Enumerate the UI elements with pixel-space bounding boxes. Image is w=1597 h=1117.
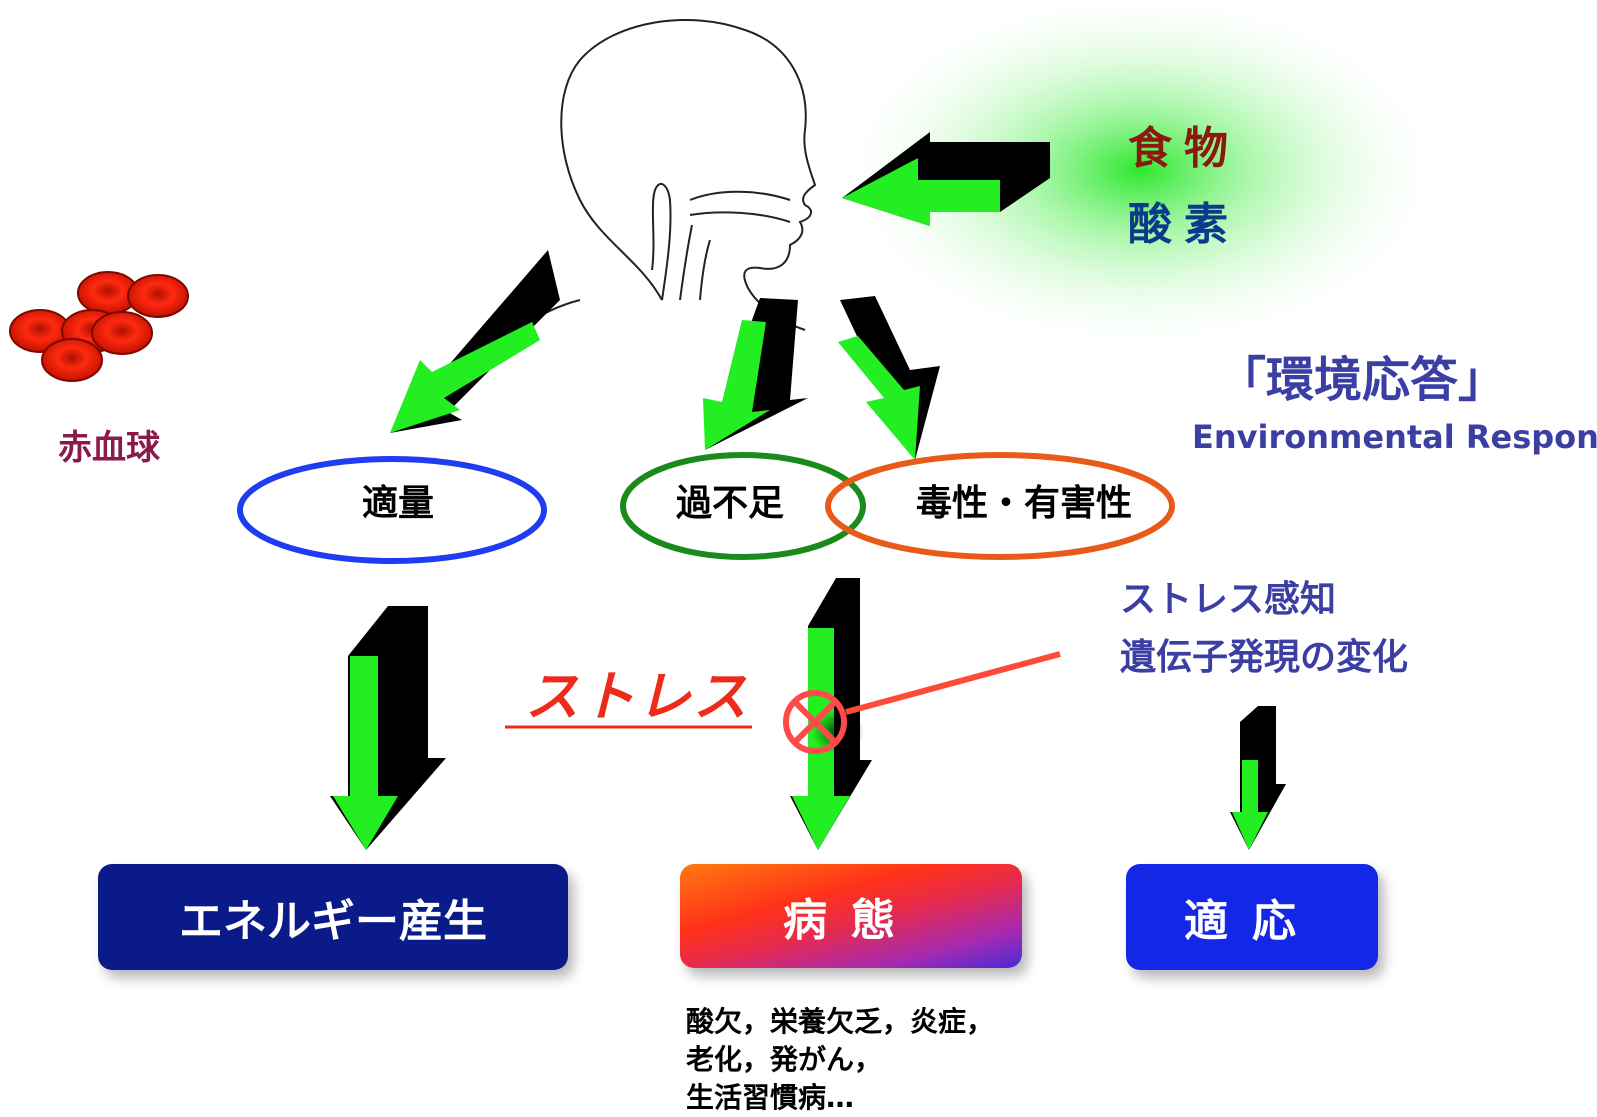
adaptation-box: 適応 [1126, 864, 1378, 970]
oval-excess-deficiency [620, 452, 866, 560]
red-blood-cells-icon [9, 271, 189, 382]
disease-example-line: 生活習慣病… [686, 1081, 855, 1114]
adaptation-label: 適応 [1184, 896, 1320, 947]
stress-label: ストレス [525, 665, 749, 728]
disease-examples: 酸欠，栄養欠乏，炎症， 老化，発がん， 生活習慣病… [686, 1003, 994, 1117]
environmental-response-subtitle: Environmental Response [1192, 418, 1597, 456]
oval-appropriate [237, 456, 547, 564]
stress-sensing-line [845, 651, 1061, 715]
food-label: 食物 [1128, 123, 1240, 174]
arrow-to-deficiency-icon [703, 298, 808, 450]
oxygen-label: 酸素 [1128, 199, 1240, 250]
arrow-to-energy-icon [330, 606, 446, 850]
disease-example-line: 老化，発がん， [686, 1043, 883, 1076]
head-outline-icon [524, 19, 817, 331]
block-shadow [812, 710, 864, 754]
disease-box: 病態 [680, 864, 1022, 968]
toxicity-label: 毒性・有害性 [915, 483, 1132, 524]
gene-expression-label: 遺伝子発現の変化 [1120, 637, 1409, 678]
excess-deficiency-label: 過不足 [675, 483, 784, 524]
disease-label: 病態 [783, 895, 919, 946]
arrow-to-adaptation-icon [1230, 706, 1286, 850]
stress-sensing-label: ストレス感知 [1120, 579, 1337, 620]
block-x-icon [783, 690, 847, 754]
energy-production-box: エネルギー産生 [98, 864, 568, 970]
arrow-to-appropriate-icon [390, 250, 560, 433]
arrow-to-toxicity-icon [838, 296, 940, 460]
disease-example-line: 酸欠，栄養欠乏，炎症， [686, 1005, 995, 1038]
appropriate-label: 適量 [361, 483, 434, 524]
red-blood-cells-label: 赤血球 [58, 428, 160, 468]
green-glow [830, 0, 1450, 355]
intake-arrow-icon [842, 132, 1050, 226]
oval-toxicity [825, 452, 1175, 560]
environmental-response-title: 「環境応答」 [1218, 352, 1507, 408]
energy-production-label: エネルギー産生 [179, 896, 487, 947]
